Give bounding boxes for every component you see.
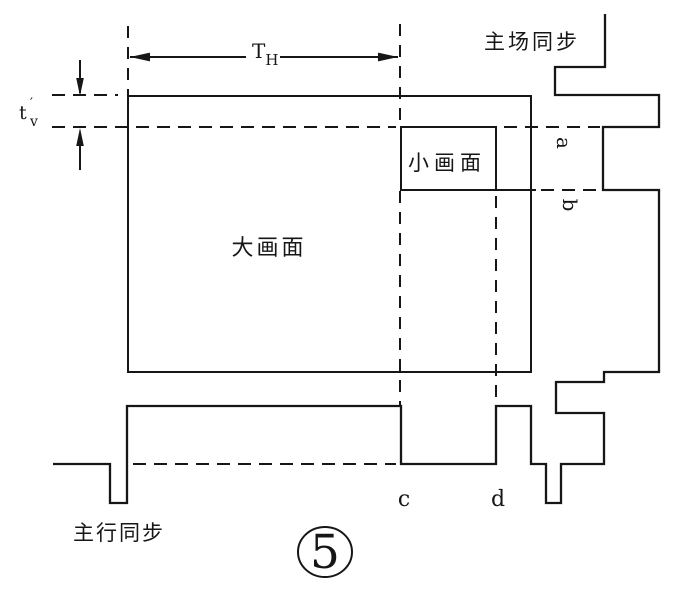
sync-waveform-path [53, 14, 661, 505]
point-c-label: c [398, 487, 410, 512]
tv-arrow-up-icon [76, 128, 84, 146]
figure-number-circle [297, 526, 353, 578]
th-arrow-left-icon [130, 52, 150, 62]
tv-sub-label: v [29, 114, 38, 130]
small-picture-label: 小画面 [408, 151, 486, 175]
big-picture-label: 大画面 [231, 236, 306, 261]
big-picture-outline [127, 95, 532, 373]
line-sync-label: 主行同步 [73, 521, 165, 545]
th-arrow-right-icon [378, 52, 398, 62]
small-picture-outline [400, 126, 497, 191]
th-dimension-label: TH [252, 39, 278, 69]
point-a-label: a [552, 137, 576, 149]
field-sync-label: 主场同步 [484, 30, 580, 54]
th-base-label: T [252, 39, 266, 63]
tv-base-label: t [19, 102, 27, 124]
tv-arrow-down-icon [76, 78, 84, 96]
th-sub-label: H [265, 51, 278, 69]
point-d-label: d [491, 487, 505, 512]
figure-number-label: 5 [310, 525, 340, 580]
point-b-label: b [558, 199, 582, 212]
tv-prime-label: ′ [30, 96, 33, 111]
